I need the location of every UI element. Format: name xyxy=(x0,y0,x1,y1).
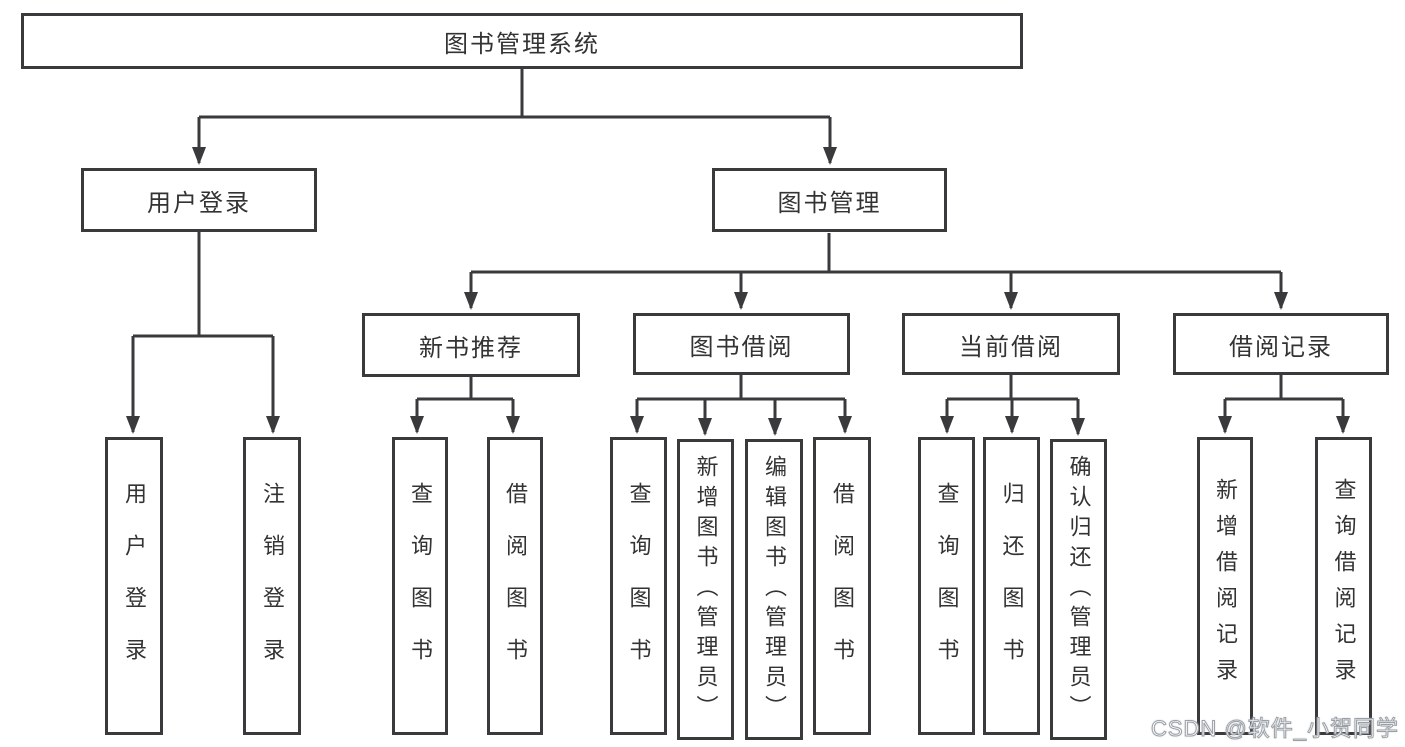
node-new-book-recommend: 新书推荐 xyxy=(362,313,580,377)
node-label: 图书管理 xyxy=(777,189,882,217)
node-leaf-query-borrow-record: 查询借阅记录 xyxy=(1315,437,1372,735)
node-leaf-query-books-1: 查询图书 xyxy=(392,437,448,735)
node-label: 查询图书 xyxy=(626,482,652,690)
node-label: 图书借阅 xyxy=(689,333,794,361)
node-leaf-return-book: 归还图书 xyxy=(983,437,1040,735)
node-current-borrow: 当前借阅 xyxy=(902,313,1120,375)
node-leaf-add-book-admin: 新增图书（管理员） xyxy=(677,439,734,740)
node-book-management: 图书管理 xyxy=(712,168,947,232)
node-label: 归还图书 xyxy=(999,482,1025,690)
node-label: 查询借阅记录 xyxy=(1331,478,1357,694)
node-label: 当前借阅 xyxy=(959,333,1063,361)
node-label: 用户登录 xyxy=(147,189,251,217)
node-label: 用户登录 xyxy=(122,482,147,690)
csdn-watermark: CSDN @软件_小贺同学 xyxy=(1150,716,1399,742)
node-system-root: 图书管理系统 xyxy=(21,13,1023,69)
node-label: 借阅图书 xyxy=(503,482,528,690)
node-leaf-borrow-books-2: 借阅图书 xyxy=(813,437,871,735)
node-label: 注销登录 xyxy=(260,482,285,690)
node-leaf-logout: 注销登录 xyxy=(243,437,301,735)
node-label: 借阅记录 xyxy=(1229,333,1333,361)
node-borrow-records: 借阅记录 xyxy=(1173,313,1389,375)
node-user-login: 用户登录 xyxy=(81,168,317,232)
node-label: 查询图书 xyxy=(408,482,433,690)
node-leaf-borrow-books-1: 借阅图书 xyxy=(487,437,543,735)
node-leaf-query-books-2: 查询图书 xyxy=(610,437,667,735)
node-label: 新书推荐 xyxy=(419,334,523,362)
node-label: 编辑图书（管理员） xyxy=(762,454,787,725)
node-label: 新增图书（管理员） xyxy=(693,454,719,725)
node-label: 借阅图书 xyxy=(830,482,855,690)
node-label: 新增借阅记录 xyxy=(1213,478,1238,694)
node-label: 查询图书 xyxy=(934,482,960,690)
node-leaf-edit-book-admin: 编辑图书（管理员） xyxy=(745,439,803,740)
node-label: 确认归还（管理员） xyxy=(1066,454,1092,725)
node-book-borrow: 图书借阅 xyxy=(633,313,850,375)
node-label: 图书管理系统 xyxy=(444,30,600,58)
node-leaf-query-books-3: 查询图书 xyxy=(918,437,975,735)
node-leaf-add-borrow-record: 新增借阅记录 xyxy=(1197,437,1253,735)
node-leaf-confirm-return-admin: 确认归还（管理员） xyxy=(1050,439,1107,740)
node-leaf-user-login: 用户登录 xyxy=(105,437,163,735)
